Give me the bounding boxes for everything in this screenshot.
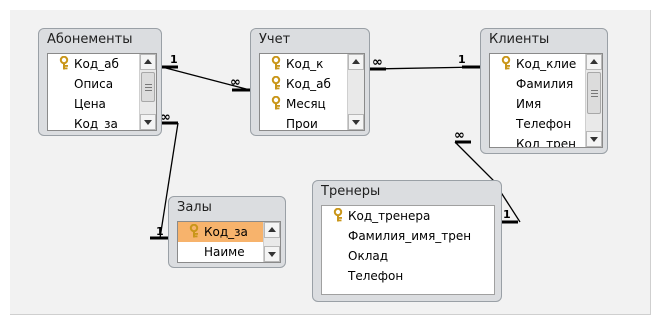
field-name: Код_за bbox=[204, 225, 248, 239]
chevron-down-icon bbox=[268, 252, 276, 257]
table-uchet[interactable]: Учет Код_к Код_аб Месяц Прои bbox=[250, 28, 370, 136]
table-title: Тренеры bbox=[321, 184, 381, 199]
scroll-down-button[interactable] bbox=[140, 114, 156, 130]
primary-key-icon bbox=[333, 208, 343, 222]
field-name: Код_аб bbox=[286, 77, 331, 91]
field-name: Наиме bbox=[204, 245, 245, 259]
many-marker: ∞ bbox=[160, 110, 171, 125]
table-zaly[interactable]: Залы Код_за Наиме bbox=[168, 196, 286, 268]
field-name: Телефон bbox=[516, 117, 572, 131]
table-title: Учет bbox=[259, 32, 291, 47]
primary-key-icon bbox=[189, 224, 199, 238]
primary-key-icon bbox=[501, 56, 511, 70]
field-row[interactable]: Код_к bbox=[260, 54, 364, 74]
field-row[interactable]: Код_тренера bbox=[322, 206, 494, 226]
relationship-line-abonementy-uchet bbox=[161, 66, 251, 91]
field-row[interactable]: Месяц bbox=[260, 94, 364, 114]
field-name: Оклад bbox=[348, 249, 389, 263]
primary-key-icon bbox=[271, 56, 281, 70]
field-list[interactable]: Код_клие Фамилия Имя Телефон Код_трен bbox=[489, 53, 603, 148]
relationship-line-abonementy-zaly bbox=[159, 122, 179, 239]
one-marker: 1 bbox=[458, 53, 466, 66]
chevron-up-icon bbox=[144, 59, 152, 64]
field-row[interactable]: Код_аб bbox=[48, 54, 156, 74]
table-trenery[interactable]: Тренеры Код_тренера Фамилия_имя_трен Окл… bbox=[312, 180, 502, 302]
chevron-down-icon bbox=[590, 137, 598, 142]
one-marker: 1 bbox=[503, 208, 511, 221]
many-marker: ∞ bbox=[230, 75, 241, 90]
field-list[interactable]: Код_тренера Фамилия_имя_трен Оклад Телеф… bbox=[321, 205, 495, 295]
chevron-down-icon bbox=[144, 120, 152, 125]
field-name: Месяц bbox=[286, 97, 326, 111]
field-row[interactable]: Код_трен bbox=[490, 134, 602, 148]
primary-key-icon bbox=[271, 76, 281, 90]
table-klienty[interactable]: Клиенты Код_клие Фамилия Имя Телефон Код… bbox=[480, 28, 608, 154]
table-title: Клиенты bbox=[489, 32, 550, 47]
vertical-scrollbar[interactable] bbox=[585, 54, 602, 147]
field-row[interactable]: Оклад bbox=[322, 246, 494, 266]
field-name: Цена bbox=[74, 97, 106, 111]
table-abonementy[interactable]: Абонементы Код_аб Описа Цена Код_за bbox=[38, 28, 162, 136]
primary-key-icon bbox=[59, 56, 69, 70]
field-row[interactable]: Фамилия bbox=[490, 74, 602, 94]
field-name: Телефон bbox=[348, 269, 404, 283]
field-name: Фамилия_имя_трен bbox=[348, 229, 472, 243]
chevron-down-icon bbox=[352, 120, 360, 125]
vertical-scrollbar[interactable] bbox=[263, 222, 280, 262]
primary-key-icon bbox=[271, 96, 281, 110]
field-row[interactable]: Имя bbox=[490, 94, 602, 114]
field-name: Прои bbox=[286, 117, 318, 131]
field-name: Код_к bbox=[286, 57, 324, 71]
chevron-up-icon bbox=[268, 227, 276, 232]
field-name: Код_за bbox=[74, 117, 118, 131]
field-name: Фамилия bbox=[516, 77, 574, 91]
field-row[interactable]: Наиме bbox=[178, 242, 280, 262]
many-marker: ∞ bbox=[372, 55, 383, 70]
relationship-line-uchet-klienty bbox=[369, 66, 481, 70]
field-list[interactable]: Код_за Наиме bbox=[177, 221, 281, 263]
scroll-down-button[interactable] bbox=[348, 114, 364, 130]
table-title: Залы bbox=[177, 200, 212, 215]
field-row[interactable]: Описа bbox=[48, 74, 156, 94]
scroll-down-button[interactable] bbox=[264, 246, 280, 262]
field-name: Описа bbox=[74, 77, 114, 91]
scroll-thumb[interactable] bbox=[587, 72, 601, 114]
one-marker: 1 bbox=[156, 225, 164, 238]
field-row[interactable]: Телефон bbox=[490, 114, 602, 134]
one-marker: 1 bbox=[170, 53, 178, 66]
chevron-up-icon bbox=[590, 59, 598, 64]
vertical-scrollbar[interactable] bbox=[139, 54, 156, 130]
field-row[interactable]: Код_аб bbox=[260, 74, 364, 94]
scroll-up-button[interactable] bbox=[140, 54, 156, 70]
field-row[interactable]: Код_за bbox=[48, 114, 156, 131]
field-list[interactable]: Код_аб Описа Цена Код_за bbox=[47, 53, 157, 131]
field-name: Код_тренера bbox=[348, 209, 431, 223]
scroll-up-button[interactable] bbox=[586, 54, 602, 70]
field-row[interactable]: Код_клие bbox=[490, 54, 602, 74]
scroll-up-button[interactable] bbox=[264, 222, 280, 238]
field-name: Код_аб bbox=[74, 57, 119, 71]
field-name: Код_трен bbox=[516, 137, 576, 148]
field-row[interactable]: Прои bbox=[260, 114, 364, 131]
field-name: Код_клие bbox=[516, 57, 577, 71]
field-row[interactable]: Телефон bbox=[322, 266, 494, 286]
chevron-up-icon bbox=[352, 59, 360, 64]
field-row[interactable]: Цена bbox=[48, 94, 156, 114]
vertical-scrollbar[interactable] bbox=[347, 54, 364, 130]
field-list[interactable]: Код_к Код_аб Месяц Прои bbox=[259, 53, 365, 131]
field-row-selected[interactable]: Код_за bbox=[178, 222, 280, 242]
field-row[interactable]: Фамилия_имя_трен bbox=[322, 226, 494, 246]
many-marker: ∞ bbox=[454, 128, 465, 143]
scroll-up-button[interactable] bbox=[348, 54, 364, 70]
scroll-thumb[interactable] bbox=[141, 72, 155, 102]
table-title: Абонементы bbox=[47, 32, 133, 47]
field-name: Имя bbox=[516, 97, 542, 111]
scroll-down-button[interactable] bbox=[586, 131, 602, 147]
